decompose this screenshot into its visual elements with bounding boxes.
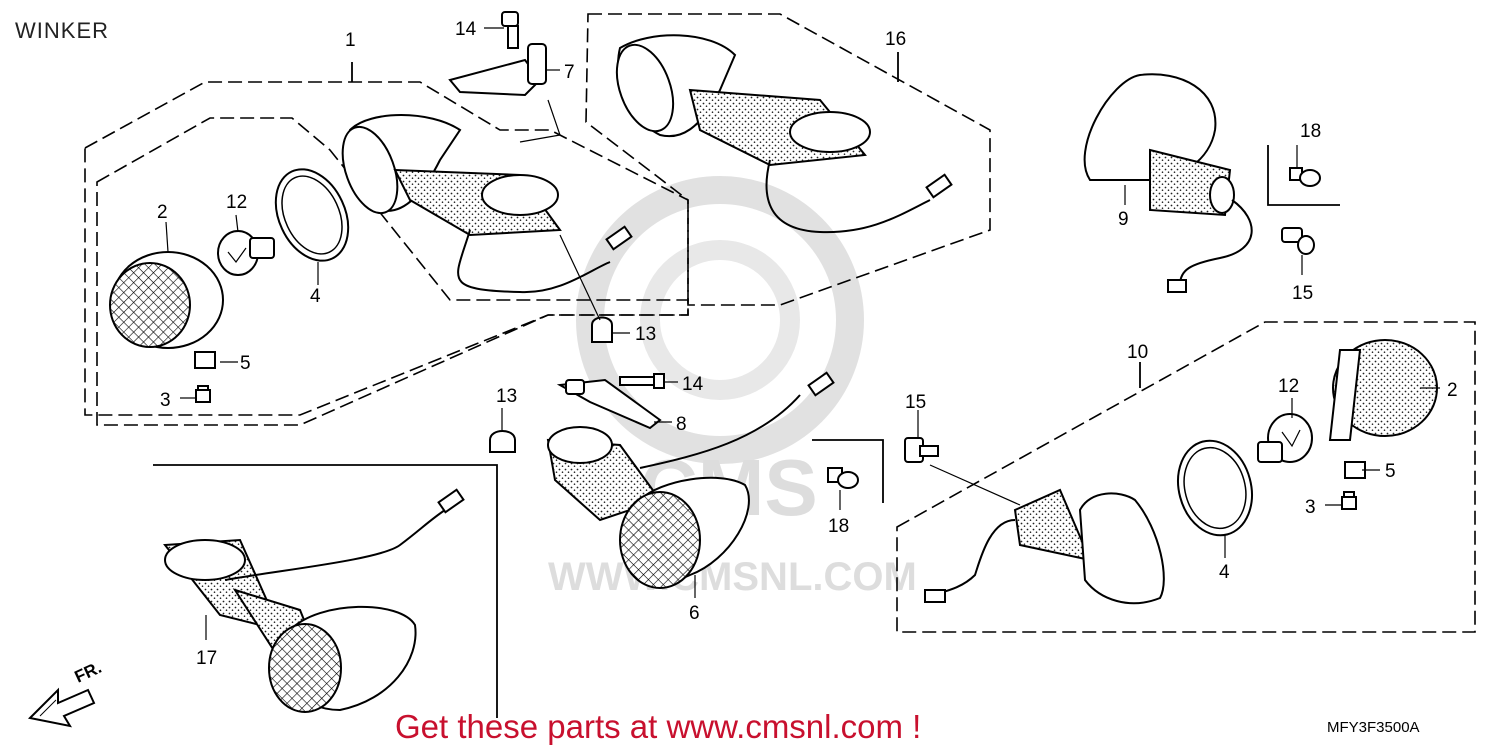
direction-label: FR. <box>72 658 105 687</box>
gasket-4-right <box>1177 439 1253 537</box>
bolt-15-top <box>1281 227 1315 255</box>
cushion-13-upper <box>591 316 613 343</box>
bolt-14-top <box>501 11 519 49</box>
callout-2-right: 2 <box>1447 380 1458 401</box>
leader-lines <box>165 27 1440 640</box>
bracket-8 <box>556 378 662 430</box>
callout-10: 10 <box>1127 342 1148 363</box>
rear-winker-17 <box>163 488 465 713</box>
front-winker-housing <box>341 114 633 294</box>
callout-8: 8 <box>676 414 687 435</box>
callout-5-right: 5 <box>1385 461 1396 482</box>
callout-15-top: 15 <box>1292 283 1313 304</box>
callout-1: 1 <box>345 30 356 51</box>
bolt-14-mid <box>619 373 665 389</box>
callout-6: 6 <box>689 603 700 624</box>
gasket-4-left <box>274 168 350 262</box>
callout-labels: 1 2 3 4 5 12 13 14 7 16 18 9 15 13 14 8 … <box>157 19 1458 669</box>
nut-5-left <box>194 351 216 369</box>
diagram-code: MFY3F3500A <box>1327 719 1420 736</box>
callout-12-left: 12 <box>226 192 247 213</box>
callout-16: 16 <box>885 29 906 50</box>
callout-13-lower: 13 <box>496 386 517 407</box>
callout-17: 17 <box>196 648 217 669</box>
callout-3-left: 3 <box>160 390 171 411</box>
cushion-13-lower <box>489 430 516 453</box>
bulb-12-left <box>217 230 275 276</box>
assembly-17-outline <box>153 464 498 718</box>
lens-2-left <box>109 251 224 349</box>
callout-12-right: 12 <box>1278 376 1299 397</box>
callout-2-left: 2 <box>157 202 168 223</box>
bracket-18-outline <box>1267 145 1340 206</box>
callout-5-left: 5 <box>240 353 251 374</box>
diagram-title: WINKER <box>15 18 109 43</box>
callout-3-right: 3 <box>1305 497 1316 518</box>
bulb-12-right <box>1257 413 1313 463</box>
callout-13-upper: 13 <box>635 324 656 345</box>
callout-18-mid: 18 <box>828 516 849 537</box>
bolt-15-mid <box>904 437 939 463</box>
bolt-18-mid <box>827 467 859 489</box>
screw-3-right <box>1341 491 1357 510</box>
screw-3-left <box>195 385 211 403</box>
callout-7: 7 <box>564 62 575 83</box>
rear-winker-9 <box>1083 73 1253 293</box>
bracket-18-middle-outline <box>812 439 884 503</box>
callout-14-mid: 14 <box>682 374 704 395</box>
bracket-7 <box>448 43 547 97</box>
callout-4-right: 4 <box>1219 562 1230 583</box>
assembly-16-outline <box>585 13 991 306</box>
rear-winker-16 <box>615 34 953 234</box>
callout-18-top: 18 <box>1300 121 1321 142</box>
callout-14-top: 14 <box>455 19 477 40</box>
callout-4-left: 4 <box>310 286 321 307</box>
assembly-10-outline <box>896 321 1476 633</box>
promo-text: Get these parts at www.cmsnl.com ! <box>395 708 921 745</box>
front-winker-6 <box>546 371 835 589</box>
front-winker-10-housing <box>924 488 1165 605</box>
watermark-url: WWW.CMSNL.COM <box>548 555 917 599</box>
front-direction-arrow: FR. <box>27 658 105 728</box>
callout-9: 9 <box>1118 209 1129 230</box>
bolt-18-top <box>1289 167 1321 187</box>
lens-2-right <box>1328 339 1438 441</box>
callout-15-mid: 15 <box>905 392 926 413</box>
